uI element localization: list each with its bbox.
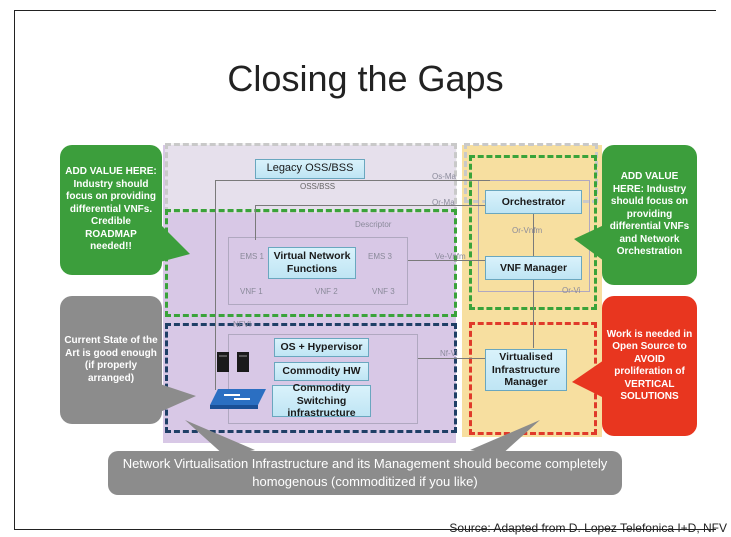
callout-left-green: ADD VALUE HERE: Industry should focus on… — [60, 145, 162, 275]
commodity-switching-box: Commodity Switching infrastructure — [272, 382, 371, 419]
label-ve-vnfm: Ve-Vnfm — [435, 252, 466, 261]
label-or-ma: Or-Ma — [432, 198, 455, 207]
callout-left-green-pointer — [160, 224, 190, 262]
connector-oss — [215, 180, 490, 181]
label-vnf1: VNF 1 — [240, 287, 263, 296]
callout-right-red-pointer — [572, 360, 604, 398]
label-ems1: EMS 1 — [240, 252, 265, 261]
label-ems3: EMS 3 — [368, 252, 393, 261]
banner-pointer-right — [470, 420, 540, 456]
commodity-hw-box: Commodity HW — [274, 362, 369, 381]
bottom-banner: Network Virtualisation Infrastructure an… — [108, 451, 622, 495]
callout-left-grey-pointer — [160, 384, 196, 412]
label-nfvi: NFVI — [233, 320, 252, 329]
banner-pointer-left — [185, 420, 255, 456]
orchestrator-box: Orchestrator — [485, 190, 582, 214]
connector-vertical-orch — [533, 214, 534, 260]
label-os-ma: Os-Ma — [432, 172, 456, 181]
inner-box-nfvi — [228, 334, 418, 424]
slide-frame — [14, 10, 716, 530]
os-hypervisor-box: OS + Hypervisor — [274, 338, 369, 357]
source-credit: Source: Adapted from D. Lopez Telefonica… — [449, 521, 727, 535]
label-nf-vi: Nf-Vi — [440, 349, 458, 358]
callout-right-green-pointer — [574, 225, 604, 261]
switch-icon — [210, 389, 266, 409]
label-or-vnfm: Or-Vnfm — [512, 226, 543, 235]
nfvi-region — [165, 323, 457, 433]
connector-vertical-vnfm — [533, 280, 534, 348]
legacy-oss-bss-box: Legacy OSS/BSS — [255, 159, 365, 179]
connector-vertical-mid — [255, 205, 256, 240]
callout-left-grey: Current State of the Art is good enough … — [60, 296, 162, 424]
label-descriptor: Descriptor — [355, 220, 392, 229]
oss-bss-label: OSS/BSS — [300, 182, 336, 191]
callout-right-red: Work is needed in Open Source to AVOID p… — [602, 296, 697, 436]
connector-ve-vnfm — [408, 260, 488, 261]
vim-box: Virtualised Infrastructure Manager — [485, 349, 567, 391]
connector-vertical-left — [215, 180, 216, 390]
label-or-vi: Or-Vi — [562, 286, 581, 295]
vnf-box: Virtual Network Functions — [268, 247, 356, 279]
vnf-region — [165, 209, 457, 317]
callout-right-green: ADD VALUE HERE: Industry should focus on… — [602, 145, 697, 285]
slide-title: Closing the Gaps — [227, 58, 504, 99]
vnf-manager-box: VNF Manager — [485, 256, 582, 280]
connector-nf-vi — [418, 358, 488, 359]
label-vnf3: VNF 3 — [372, 287, 395, 296]
inner-box-ems-vnf — [228, 237, 408, 305]
connector-or-ma — [255, 205, 490, 206]
label-vnf2: VNF 2 — [315, 287, 338, 296]
server-icon — [217, 352, 249, 372]
